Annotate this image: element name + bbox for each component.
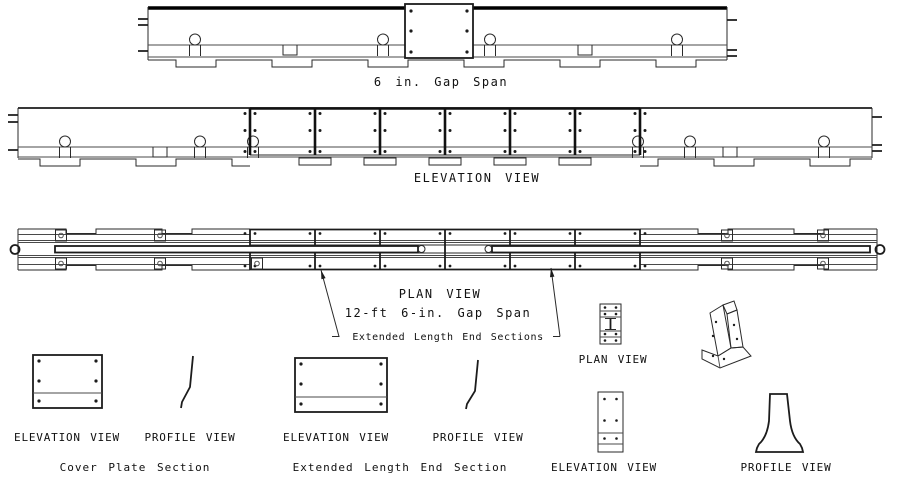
notched-base-right [640, 158, 872, 167]
notched-base-left [18, 158, 250, 167]
main-elevation-drawing: ELEVATION VIEW [8, 107, 882, 185]
connector-assembly-detail: PLAN VIEW ELEVATION VIEW PROFILE VIEW [551, 300, 831, 474]
left-connector-ticks [138, 18, 148, 52]
main-plan-caption: PLAN VIEW [399, 287, 482, 301]
gap-cover-plate [404, 3, 474, 59]
gap-span-6in-drawing: 6 in. Gap Span [138, 3, 737, 89]
left-connector-ticks [8, 114, 18, 151]
cover-plate-profile [180, 355, 194, 409]
extended-section-profile [465, 359, 479, 410]
right-connector-ticks [727, 19, 737, 57]
cover-plate-section-detail: ELEVATION VIEW PROFILE VIEW Cover Plate … [14, 354, 235, 474]
cover-plate-elevation [32, 354, 103, 409]
barrier-profile-shape [754, 393, 805, 453]
cover-plate-profile-label: PROFILE VIEW [144, 431, 235, 444]
main-elevation-caption: ELEVATION VIEW [414, 171, 540, 185]
notched-base-edge [148, 59, 727, 68]
connector-profile-label: PROFILE VIEW [740, 461, 831, 474]
cover-plate-caption: Cover Plate Section [60, 461, 211, 474]
connector-plan-label: PLAN VIEW [579, 353, 648, 366]
extended-section-caption: Extended Length End Section [293, 461, 508, 474]
main-plan-drawing: PLAN VIEW 12-ft 6-in. Gap Span Extended … [9, 228, 886, 343]
extended-section-elevation-label: ELEVATION VIEW [283, 431, 389, 444]
right-connector-ticks [872, 116, 882, 152]
extended-section-elevation [294, 357, 388, 413]
extended-length-callout: Extended Length End Sections [352, 332, 543, 343]
cover-plate-elevation-label: ELEVATION VIEW [14, 431, 120, 444]
connector-isometric-bracket [701, 300, 752, 369]
connector-elevation-view [597, 391, 624, 453]
center-panel-run [242, 107, 648, 166]
connector-elevation-label: ELEVATION VIEW [551, 461, 657, 474]
main-plan-subcaption: 12-ft 6-in. Gap Span [345, 306, 532, 320]
callout-leaders [320, 267, 561, 337]
extended-length-end-section-detail: ELEVATION VIEW PROFILE VIEW Extended Len… [283, 357, 523, 474]
gap-span-6in-caption: 6 in. Gap Span [374, 75, 508, 89]
extended-section-profile-label: PROFILE VIEW [432, 431, 523, 444]
extended-end-section-beams [9, 244, 886, 255]
connector-plan-view [599, 303, 622, 345]
